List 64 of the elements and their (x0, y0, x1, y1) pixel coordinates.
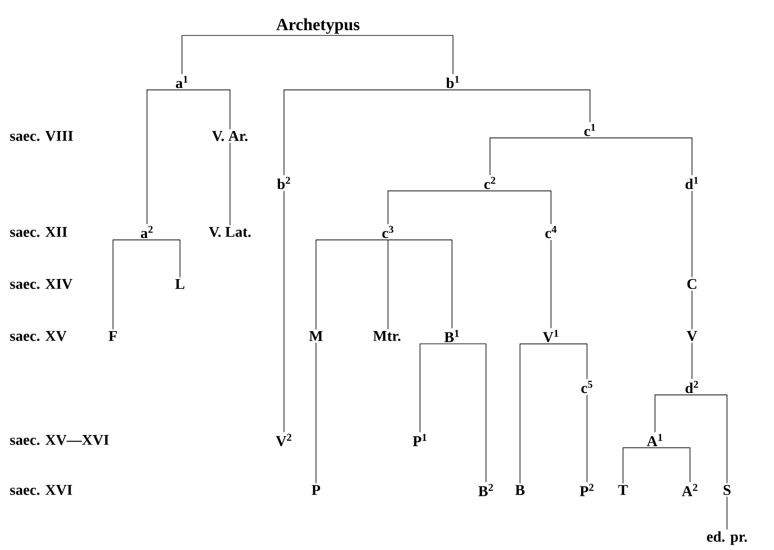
stemma-line (146, 240, 180, 278)
stemma-line (520, 344, 552, 484)
siglum-label: S (721, 483, 733, 497)
siglum-label: V$^{1}$ (541, 328, 561, 344)
stemma-line (284, 90, 454, 176)
stemma-line (692, 394, 728, 484)
siglum-label: V. Ar. (210, 129, 250, 143)
siglum-label: V (685, 329, 699, 343)
stemma-line (654, 447, 690, 483)
stemma-line (550, 240, 552, 328)
century-label: saec. XV (8, 329, 68, 343)
siglum-label: a$^{1}$ (174, 74, 190, 90)
siglum-label: P$^{2}$ (578, 482, 596, 498)
siglum-label: c$^{1}$ (582, 122, 598, 138)
century-label: saec. XV—XVI (8, 433, 111, 447)
siglum-label: P (310, 484, 322, 496)
siglum-label: c$^{5}$ (579, 379, 595, 395)
siglum-label: b$^{2}$ (275, 175, 293, 191)
siglum-label: V. Lat. (207, 225, 253, 239)
stemma-line (112, 240, 148, 330)
siglum-label: F (106, 330, 120, 342)
stemma-line (420, 343, 452, 433)
stemma-line (388, 190, 490, 224)
siglum-label: c$^{2}$ (482, 175, 498, 191)
siglum-label: C (685, 277, 699, 291)
siglum-label: A$^{1}$ (645, 432, 665, 448)
century-label: saec. VIII (8, 129, 75, 143)
siglum-label: M (307, 330, 325, 342)
stemma-line (318, 35, 454, 74)
century-label: saec. XVI (8, 483, 74, 497)
siglum-label: ed. pr. (704, 530, 750, 546)
siglum-label: V$^{2}$ (274, 432, 294, 448)
siglum-label: L (174, 278, 186, 290)
siglum-label: T (616, 484, 630, 496)
siglum-label: Archetypus (274, 16, 362, 36)
siglum-label: A$^{2}$ (680, 482, 700, 498)
stemma-line (182, 35, 318, 74)
stemma-line (452, 90, 590, 122)
stemma-line (654, 394, 692, 433)
siglum-label: B$^{2}$ (476, 482, 496, 498)
stemma-line (590, 138, 692, 176)
stemma-line (182, 90, 230, 130)
siglum-label: P$^{1}$ (411, 432, 429, 448)
stemma-line (490, 138, 590, 176)
stemma-line (550, 344, 588, 380)
siglum-label: B (514, 484, 526, 496)
siglum-label: Mtr. (371, 330, 403, 343)
century-label: saec. XIV (8, 277, 74, 291)
stemma-line (586, 394, 588, 483)
siglum-label: c$^{4}$ (543, 224, 559, 240)
century-label: saec. XII (8, 226, 70, 239)
siglum-label: d$^{2}$ (683, 379, 701, 395)
stemma-line (490, 190, 552, 225)
siglum-label: c$^{3}$ (380, 224, 396, 240)
stemma-line (146, 90, 182, 224)
stemma-line (316, 240, 388, 330)
stemma-line (622, 447, 656, 484)
stemma-line (388, 240, 452, 329)
siglum-label: a$^{2}$ (138, 224, 156, 240)
siglum-label: d$^{1}$ (683, 175, 701, 191)
siglum-label: b$^{1}$ (444, 74, 462, 90)
siglum-label: B$^{1}$ (442, 328, 462, 344)
stemma-line (452, 343, 486, 483)
stemma-line (726, 496, 728, 530)
